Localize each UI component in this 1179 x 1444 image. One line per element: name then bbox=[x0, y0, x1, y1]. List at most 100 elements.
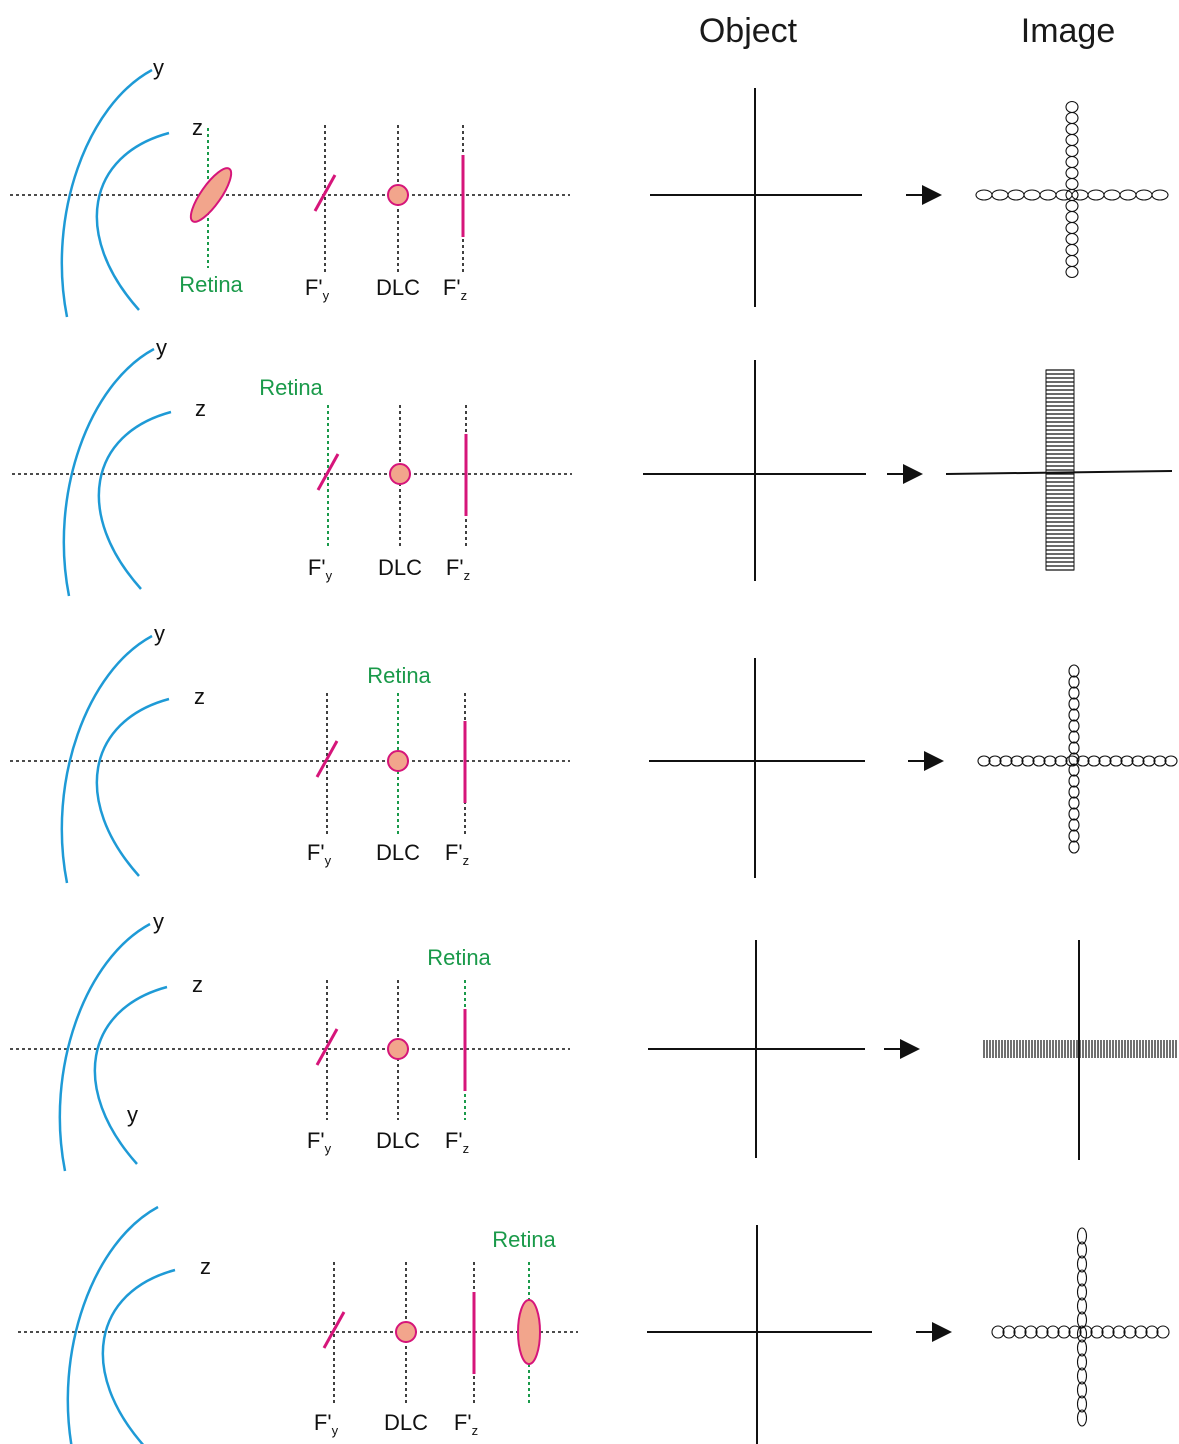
blur-ellipse bbox=[1076, 1283, 1088, 1301]
image-cross-horizontal-ellipses bbox=[991, 1227, 1170, 1427]
blur-ellipse bbox=[1039, 189, 1057, 201]
blur-ellipse bbox=[1057, 1325, 1071, 1339]
meridian-label-y: y bbox=[154, 621, 165, 646]
blur-ellipse bbox=[1087, 189, 1105, 201]
circle-of-least-confusion bbox=[395, 1321, 417, 1343]
plane-label-sub: y bbox=[325, 853, 332, 868]
blur-circle bbox=[1068, 697, 1080, 711]
blur-ellipse bbox=[1024, 1325, 1038, 1339]
plane-label-main: F' bbox=[307, 1128, 325, 1153]
blur-circle bbox=[1068, 829, 1080, 843]
plane-label-fy: F'y bbox=[307, 1128, 332, 1156]
cornea-meridian-y bbox=[66, 1205, 159, 1444]
image-cross-circles bbox=[977, 664, 1178, 854]
circle-of-least-confusion bbox=[387, 184, 409, 206]
plane-label-fy: F'y bbox=[305, 275, 330, 303]
plane-label-sub: y bbox=[326, 568, 333, 583]
blur-circle bbox=[1068, 686, 1080, 700]
circle-of-least-confusion bbox=[387, 1038, 409, 1060]
blur-circle bbox=[988, 755, 1002, 767]
blur-ellipse bbox=[1065, 155, 1079, 169]
cornea-meridian-z bbox=[95, 697, 170, 877]
plane-label-main: DLC bbox=[376, 840, 420, 865]
cornea-meridian-z bbox=[97, 410, 172, 590]
plane-label-sub: y bbox=[332, 1423, 339, 1438]
meridian-label-z: z bbox=[195, 396, 206, 421]
blur-ellipse bbox=[1068, 1325, 1082, 1339]
blur-circle bbox=[1032, 755, 1046, 767]
plane-label-dlc: DLC bbox=[384, 1410, 428, 1435]
blur-ellipse bbox=[1046, 1325, 1060, 1339]
plane-label-sub: z bbox=[461, 288, 468, 303]
blur-ellipse bbox=[1145, 1325, 1159, 1339]
blur-ellipse bbox=[1151, 189, 1169, 201]
image-cross-vertical-ellipses bbox=[975, 100, 1169, 279]
focal-line-y bbox=[316, 453, 340, 491]
image-cross-horizontal-lines-on-vertical bbox=[945, 369, 1173, 571]
image-column-header: Image bbox=[1021, 12, 1116, 50]
focal-line-y bbox=[322, 1311, 346, 1349]
blur-ellipse bbox=[1135, 189, 1153, 201]
image-cross-vertical-lines-on-horizontal bbox=[983, 940, 1177, 1160]
plane-label-sub: y bbox=[323, 288, 330, 303]
blur-circle bbox=[1068, 730, 1080, 744]
blur-ellipse bbox=[1090, 1325, 1104, 1339]
focal-line-y bbox=[315, 740, 339, 778]
blur-ellipse bbox=[1156, 1325, 1170, 1339]
blur-ellipse bbox=[1076, 1367, 1088, 1385]
plane-label-dlc: DLC bbox=[376, 275, 420, 300]
blur-ellipse bbox=[1007, 189, 1025, 201]
blur-ellipse bbox=[1065, 254, 1079, 268]
blur-circle bbox=[1068, 807, 1080, 821]
blur-ellipse bbox=[1119, 189, 1137, 201]
blur-ellipse bbox=[1065, 265, 1079, 279]
blur-circle bbox=[1142, 755, 1156, 767]
plane-label-main: DLC bbox=[378, 555, 422, 580]
blur-ellipse bbox=[1065, 111, 1079, 125]
blur-ellipse bbox=[1076, 1353, 1088, 1371]
blur-circle bbox=[1065, 755, 1079, 767]
blur-ellipse bbox=[1071, 189, 1089, 201]
plane-label-fz: F'z bbox=[446, 555, 470, 583]
plane-label-main: F' bbox=[454, 1410, 472, 1435]
plane-label-fz: F'z bbox=[454, 1410, 478, 1438]
blur-ellipse bbox=[1035, 1325, 1049, 1339]
plane-label-fy: F'y bbox=[314, 1410, 339, 1438]
blur-ellipse bbox=[1076, 1297, 1088, 1315]
blur-ellipse bbox=[1076, 1381, 1088, 1399]
blur-ellipse bbox=[1076, 1241, 1088, 1259]
plane-label-dlc: DLC bbox=[378, 555, 422, 580]
retina-label: Retina bbox=[179, 272, 243, 297]
blur-circle bbox=[1068, 763, 1080, 777]
blur-circle bbox=[1098, 755, 1112, 767]
plane-label-sub: y bbox=[325, 1141, 332, 1156]
blur-ellipse bbox=[1065, 144, 1079, 158]
blur-circle bbox=[1068, 719, 1080, 733]
plane-label-main: F' bbox=[307, 840, 325, 865]
plane-label-sub: z bbox=[464, 568, 471, 583]
meridian-label-z: z bbox=[192, 115, 203, 140]
retina-label: Retina bbox=[492, 1227, 556, 1252]
focal-line-y bbox=[313, 174, 337, 212]
image-horizontal-line bbox=[945, 470, 1173, 475]
cornea-meridian-z bbox=[95, 131, 170, 311]
blur-ellipse bbox=[1065, 199, 1079, 213]
plane-label-main: F' bbox=[445, 840, 463, 865]
blur-ellipse bbox=[1065, 100, 1079, 114]
blur-circle bbox=[977, 755, 991, 767]
cornea-meridian-y bbox=[58, 922, 151, 1172]
retina-label: Retina bbox=[427, 945, 491, 970]
plane-label-main: F' bbox=[445, 1128, 463, 1153]
blur-ellipse bbox=[975, 189, 993, 201]
plane-label-fz: F'z bbox=[445, 840, 469, 868]
cornea-meridian-y bbox=[60, 634, 153, 884]
meridian-label-y: y bbox=[156, 335, 167, 360]
blur-circle bbox=[1068, 675, 1080, 689]
blur-circle bbox=[1076, 755, 1090, 767]
blur-ellipse bbox=[991, 1325, 1005, 1339]
blur-circle bbox=[1131, 755, 1145, 767]
blur-ellipse bbox=[1023, 189, 1041, 201]
